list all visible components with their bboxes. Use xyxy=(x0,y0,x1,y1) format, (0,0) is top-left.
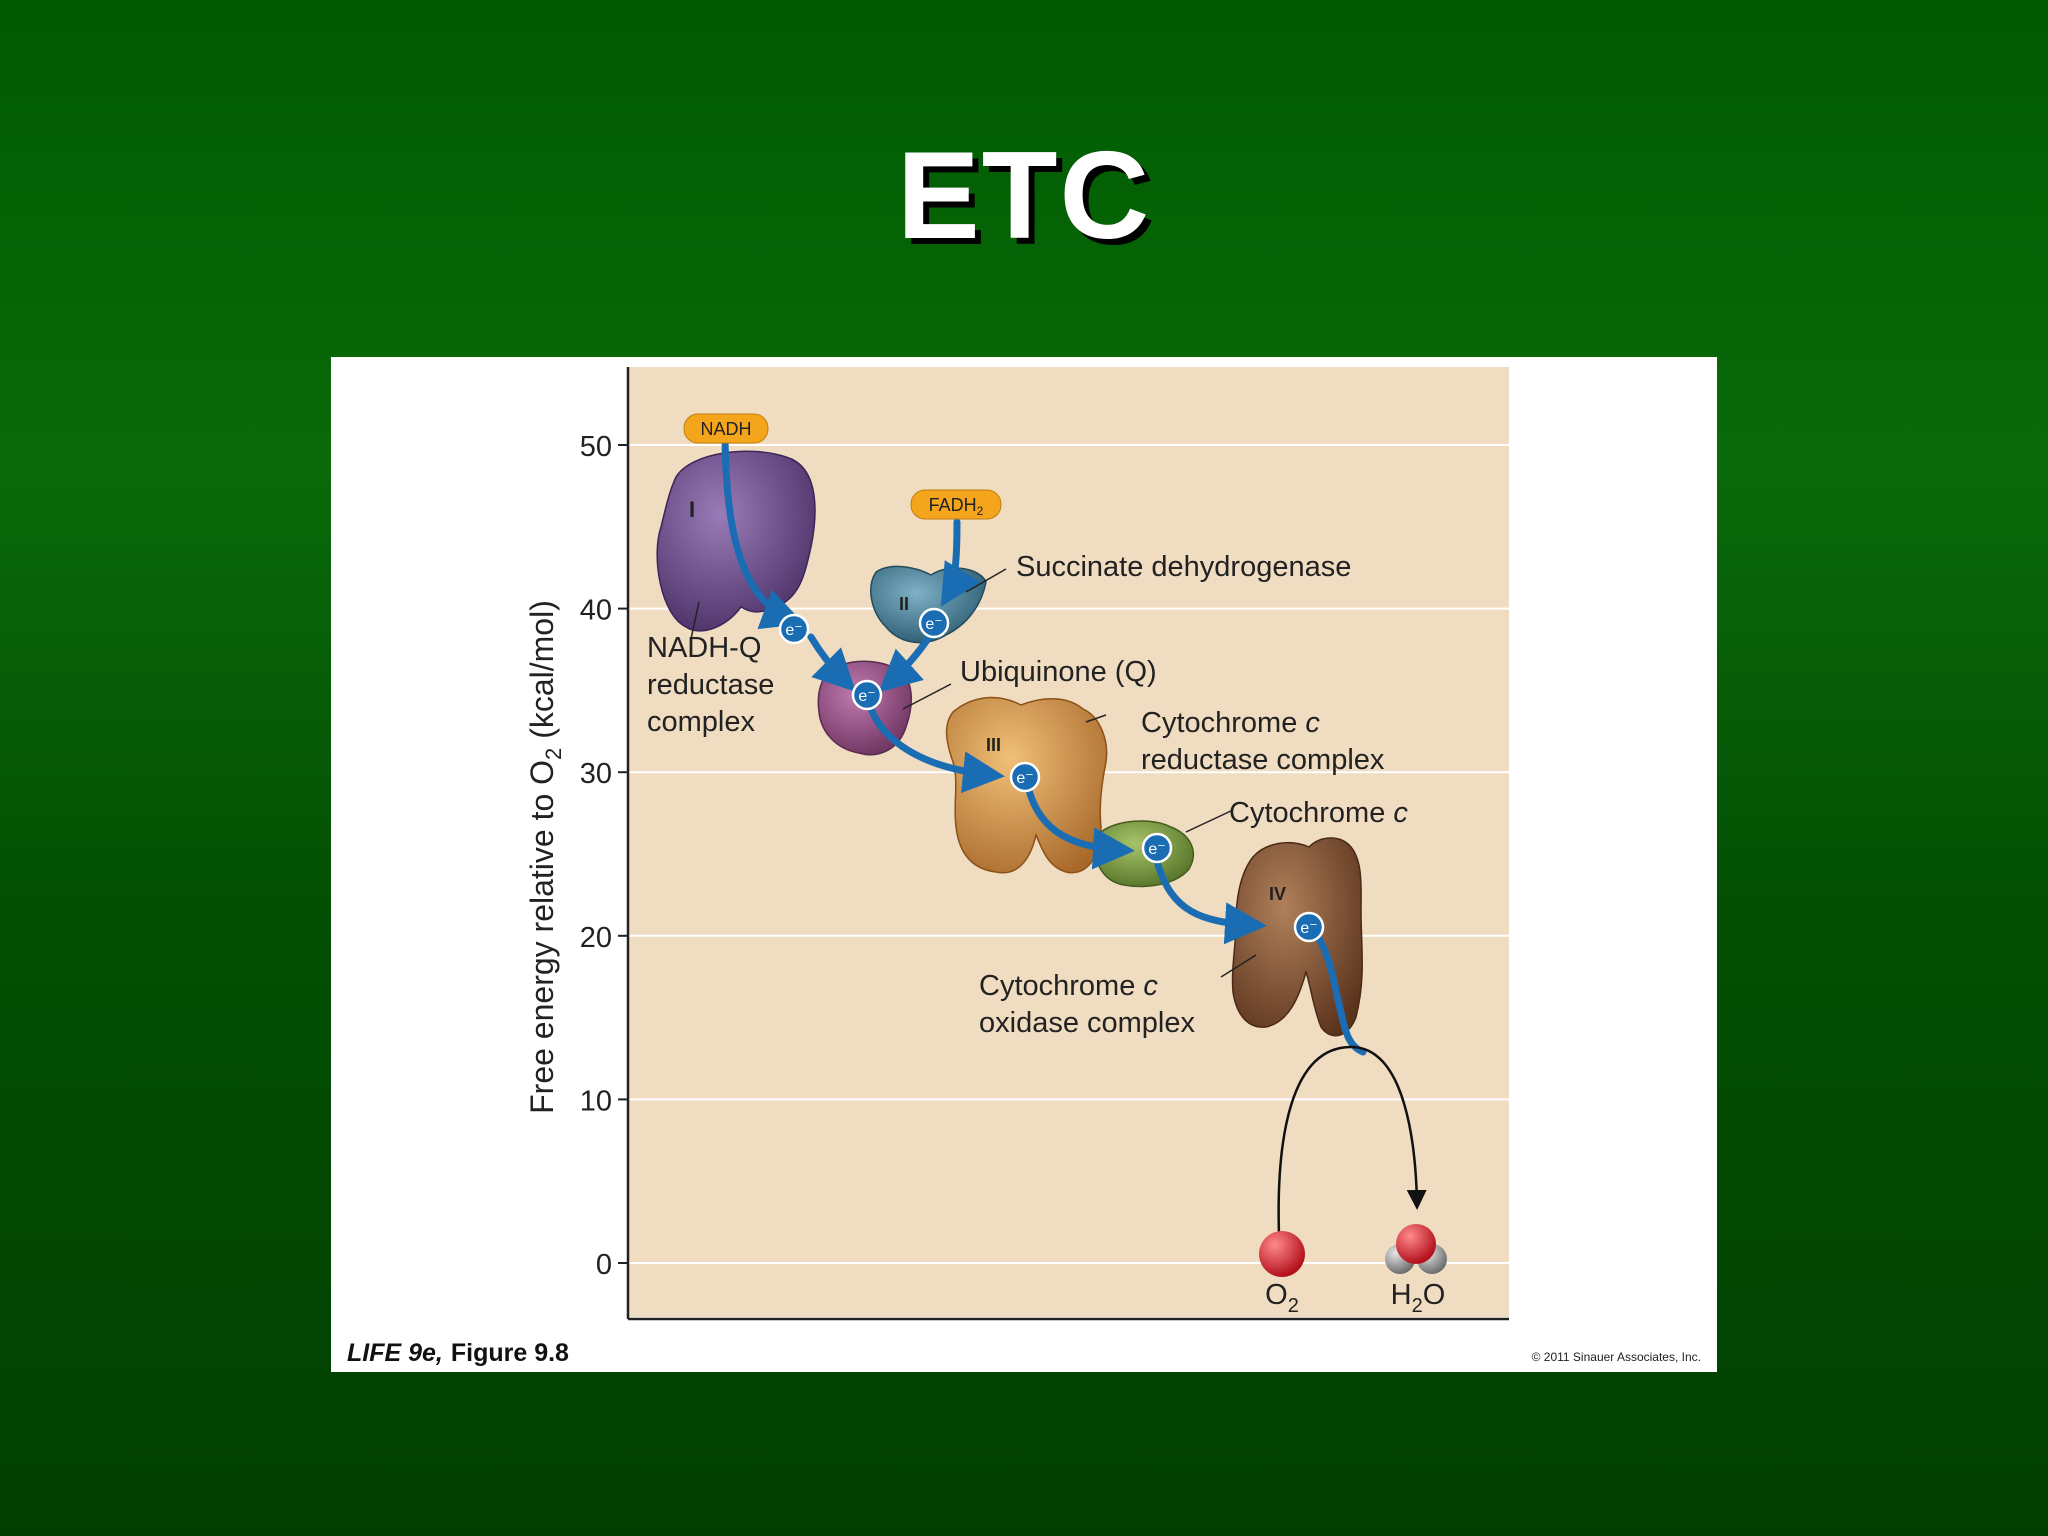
electron-markers: e⁻ e⁻ e⁻ e⁻ e⁻ e⁻ xyxy=(778,607,1325,943)
electron-2: e⁻ xyxy=(918,607,950,639)
arrow-fadh2-to-ii xyxy=(940,518,981,607)
arrow-nadh-to-i xyxy=(721,425,805,630)
complex-iii-label-line1: Cytochrome c xyxy=(1141,707,1320,739)
electron-5: e⁻ xyxy=(1141,832,1173,864)
complex-iv-label-line2: oxidase complex xyxy=(979,1007,1195,1039)
svg-text:e⁻: e⁻ xyxy=(1016,770,1033,787)
y-tick-label: 20 xyxy=(580,922,612,954)
etc-diagram: 50 40 30 20 10 0 Free energy relative to O2 (… xyxy=(347,367,1701,1367)
figure-caption: LIFE 9e,Figure 9.8 xyxy=(347,1339,569,1367)
complex-iii-label-line2: reductase complex xyxy=(1141,744,1385,776)
h2o-label: H2O xyxy=(1391,1279,1446,1317)
arrow-iv-to-oxygen xyxy=(1307,925,1367,1056)
svg-text:e⁻: e⁻ xyxy=(1148,841,1165,858)
electron-4: e⁻ xyxy=(1009,761,1041,793)
svg-text:e⁻: e⁻ xyxy=(858,688,875,705)
electron-6: e⁻ xyxy=(1293,911,1325,943)
complex-ii-numeral: II xyxy=(899,594,909,614)
oxygen-molecule xyxy=(1259,1231,1305,1277)
complex-i-label-line2: reductase xyxy=(647,669,774,701)
electron-flow xyxy=(721,425,1367,1056)
slide-title: ETC xyxy=(897,127,1151,265)
svg-text:FADH2: FADH2 xyxy=(929,495,984,518)
y-tick-label: 50 xyxy=(580,431,612,463)
cytochrome-c-label: Cytochrome c xyxy=(1229,797,1408,829)
y-axis-label: Free energy relative to O2 (kcal/mol) xyxy=(524,600,566,1114)
complex-iii-numeral: III xyxy=(986,735,1001,755)
complex-i-numeral: I xyxy=(689,497,695,522)
arrow-i-to-q xyxy=(807,633,856,692)
fadh2-label: FADH2 xyxy=(910,489,1002,520)
y-tick-label: 30 xyxy=(580,758,612,790)
svg-text:e⁻: e⁻ xyxy=(925,616,942,633)
y-tick-label: 0 xyxy=(596,1249,612,1281)
complex-iv-numeral: IV xyxy=(1269,884,1286,904)
svg-text:e⁻: e⁻ xyxy=(785,622,802,639)
reduction-arrow xyxy=(1277,1045,1427,1236)
svg-text:e⁻: e⁻ xyxy=(1300,920,1317,937)
water-molecule xyxy=(1385,1224,1447,1274)
arrow-q-to-iii xyxy=(865,698,1005,794)
svg-text:NADH: NADH xyxy=(700,419,751,439)
complex-i-label-line1: NADH-Q xyxy=(647,632,761,664)
ubiquinone-label: Ubiquinone (Q) xyxy=(960,656,1157,688)
complex-ii-label: Succinate dehydrogenase xyxy=(1016,551,1351,583)
etc-figure: 50 40 30 20 10 0 Free energy relative to O2 (… xyxy=(331,357,1717,1372)
o2-label: O2 xyxy=(1265,1279,1299,1317)
y-tick-label: 10 xyxy=(580,1085,612,1117)
nadh-label: NADH xyxy=(683,413,769,444)
y-tick-label: 40 xyxy=(580,595,612,627)
arrow-iii-to-cytc xyxy=(1023,778,1135,870)
copyright-notice: © 2011 Sinauer Associates, Inc. xyxy=(1532,1350,1701,1364)
y-axis-ticks: 50 40 30 20 10 0 xyxy=(580,431,628,1281)
leader-lines xyxy=(690,568,1257,978)
electron-3: e⁻ xyxy=(851,679,883,711)
complex-i-label-line3: complex xyxy=(647,706,755,738)
arrow-cytc-to-iv xyxy=(1153,857,1267,945)
complex-iv-label-line1: Cytochrome c xyxy=(979,970,1158,1002)
electron-1: e⁻ xyxy=(778,613,810,645)
